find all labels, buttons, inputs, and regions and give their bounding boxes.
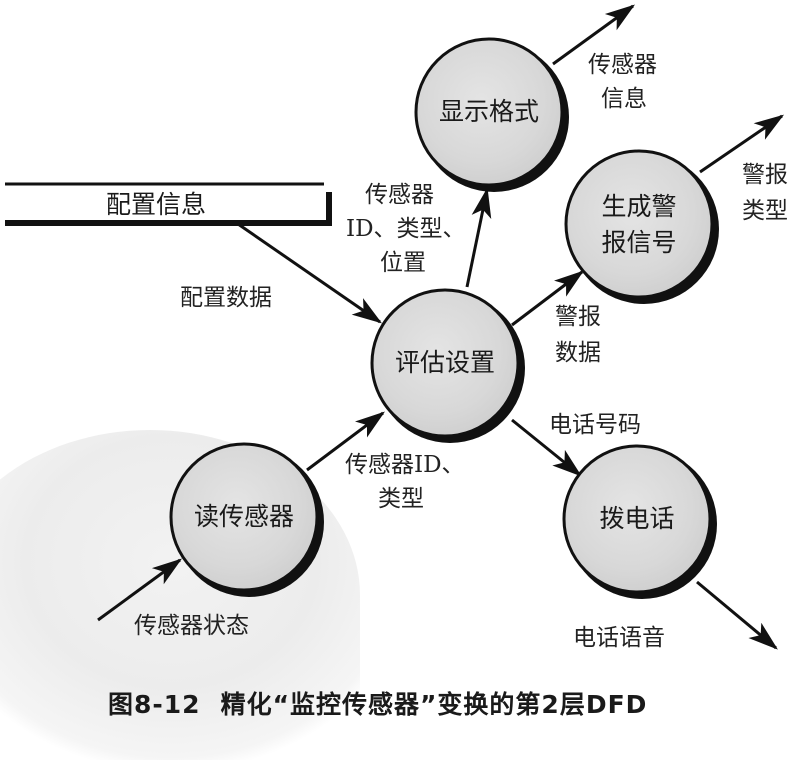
flow-label-alarm-data-line1: 警报 xyxy=(555,304,601,330)
flow-sensor-status xyxy=(97,558,183,622)
figure-number: 图8-12 xyxy=(108,690,201,719)
flow-config-data xyxy=(237,222,383,324)
flow-label-phone-number: 电话号码 xyxy=(549,412,641,438)
flow-sensor-id-type-location xyxy=(465,187,492,288)
process-read-sensor[interactable] xyxy=(169,442,324,597)
flow-label-config-data: 配置数据 xyxy=(180,285,272,311)
flow-label-sensor-id-type-loc-line2: ID、类型、 xyxy=(346,216,466,242)
flow-label-sensor-info-line1: 传感器 xyxy=(588,52,657,78)
process-label-generate-alarm-line1: 生成警 xyxy=(601,192,677,221)
flow-label-alarm-type-line1: 警报 xyxy=(742,162,788,188)
flow-sensor-id-type xyxy=(306,411,385,472)
process-label-assess-setting: 评估设置 xyxy=(394,348,495,377)
flow-label-sensor-id-type-line2: 类型 xyxy=(378,486,424,512)
flow-label-sensor-id-type-line1: 传感器ID、 xyxy=(345,452,465,478)
process-display-format[interactable] xyxy=(414,37,569,192)
process-generate-alarm[interactable] xyxy=(564,149,719,304)
flow-phone-voice xyxy=(696,580,778,650)
flow-sensor-info xyxy=(552,4,636,66)
data-store-label: 配置信息 xyxy=(106,190,207,219)
flow-label-sensor-info-line2: 信息 xyxy=(601,86,647,112)
flow-phone-number xyxy=(511,418,582,477)
dfd-canvas xyxy=(5,4,785,650)
figure-title: 精化“监控传感器”变换的第2层DFD xyxy=(220,690,648,719)
flow-label-alarm-type-line2: 类型 xyxy=(742,198,788,224)
figure-caption: 图8-12 精化“监控传感器”变换的第2层DFD xyxy=(108,685,647,721)
flow-label-sensor-id-type-loc-line3: 位置 xyxy=(380,250,426,276)
flow-label-alarm-data-line2: 数据 xyxy=(555,340,601,366)
flow-label-phone-voice: 电话语音 xyxy=(573,625,665,651)
process-label-generate-alarm-line2: 报信号 xyxy=(601,228,677,257)
process-label-dial-phone: 拨电话 xyxy=(599,504,675,533)
data-store-config-info[interactable] xyxy=(5,182,332,226)
process-dial-phone[interactable] xyxy=(562,444,717,599)
flow-alarm-type xyxy=(699,114,785,174)
flow-label-sensor-status: 传感器状态 xyxy=(134,613,249,639)
process-label-display-format: 显示格式 xyxy=(438,97,539,126)
flow-alarm-data xyxy=(511,270,584,327)
flow-label-sensor-id-type-loc-line1: 传感器 xyxy=(365,182,434,208)
process-assess-setting[interactable] xyxy=(370,288,525,443)
process-label-read-sensor: 读传感器 xyxy=(193,502,294,531)
